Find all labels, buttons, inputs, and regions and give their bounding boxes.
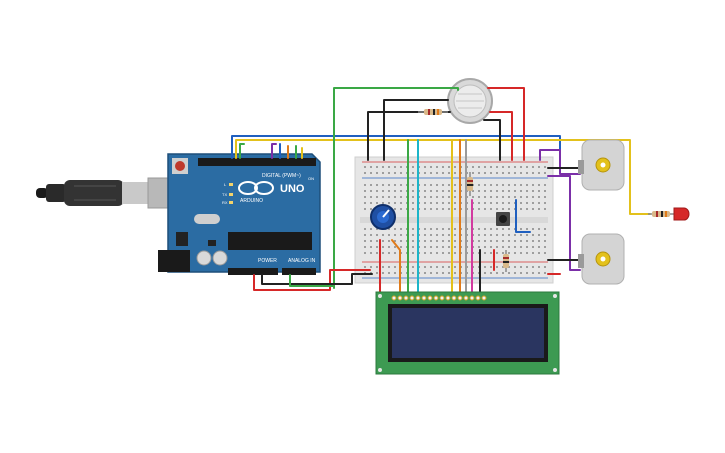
wire-red-sensor — [487, 87, 525, 161]
digital-header — [198, 158, 316, 166]
rx-label: RX — [222, 200, 228, 205]
board-model: UNO — [280, 183, 305, 195]
analog-header — [282, 268, 316, 275]
wire-purple-m1 — [539, 149, 581, 175]
power-jack — [158, 250, 190, 272]
resistor-board — [467, 172, 473, 196]
wire-purple-m2 — [547, 175, 581, 271]
arduino-logo — [238, 181, 274, 195]
red-led — [673, 207, 690, 221]
tx-label: TX — [222, 192, 227, 197]
wire-black-sensor-3 — [483, 119, 501, 161]
wires — [231, 87, 651, 295]
arduino-uno: UNO ARDUINO DIGITAL (PWM~) POWER ANALOG … — [158, 153, 321, 275]
wire-yellow-led — [235, 139, 651, 215]
power-label: POWER — [258, 258, 277, 264]
resistor-led — [648, 211, 674, 217]
pushbutton[interactable] — [496, 212, 510, 226]
power-header — [228, 268, 278, 275]
digital-label: DIGITAL (PWM~) — [262, 173, 301, 179]
resistor-sensor — [418, 109, 448, 115]
wire-red-sensor-2 — [489, 111, 513, 161]
on-label: ON — [308, 176, 314, 181]
resistors — [418, 109, 674, 272]
wire-black-gnd — [261, 273, 373, 285]
wire-green-d — [239, 143, 245, 159]
wire-lcd-2 — [391, 239, 401, 295]
wire-blue-bus — [231, 135, 561, 161]
analog-label: ANALOG IN — [288, 258, 316, 264]
wire-blue-btn — [515, 199, 531, 233]
atmega-chip — [228, 232, 312, 250]
lcd-screen — [392, 308, 544, 358]
potentiometer[interactable] — [370, 204, 396, 230]
wire-green-sensor — [333, 87, 459, 289]
wire-green-a0 — [289, 274, 335, 287]
board-brand: ARDUINO — [240, 198, 263, 204]
lcd-16x2 — [375, 291, 560, 375]
resistor-board-2 — [503, 250, 509, 272]
gas-sensor — [447, 78, 493, 124]
wire-black-sensor-2 — [383, 99, 449, 161]
breadboard-holes — [364, 166, 546, 274]
wire-purple-d — [271, 143, 277, 159]
l-label: L — [224, 182, 227, 187]
dc-motor-top — [578, 139, 625, 191]
lcd-pin-header — [391, 295, 487, 301]
usb-cable — [36, 177, 187, 209]
dc-motor-bottom — [578, 233, 625, 285]
wire-red-5v — [253, 269, 371, 291]
